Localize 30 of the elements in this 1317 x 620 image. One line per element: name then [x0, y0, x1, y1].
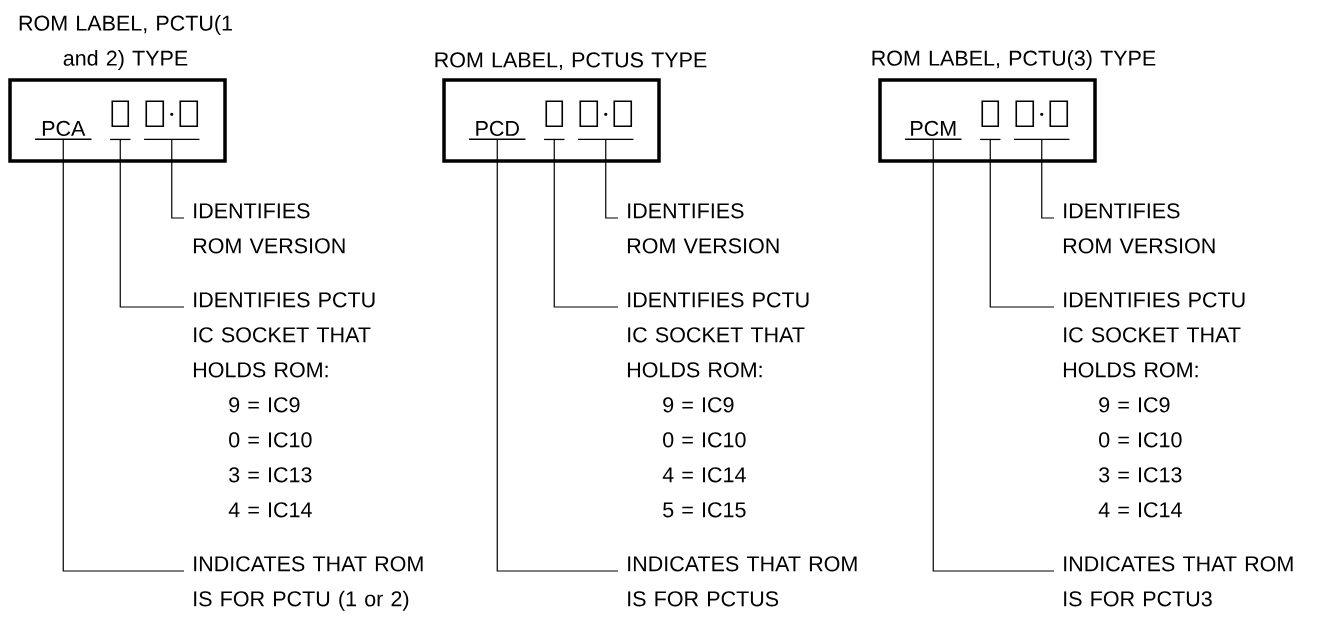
description-text: IDENTIFIES PCTU IC SOCKET THAT HOLDS ROM: 9 = IC9 0 = IC10 3 = IC13 4 = IC14	[193, 292, 375, 518]
version-digits-drawing	[1013, 100, 1071, 141]
leader-line	[119, 138, 185, 308]
leader-line	[553, 138, 619, 308]
description-text: IDENTIFIES ROM VERSION	[627, 203, 779, 254]
digit-square-drawing	[543, 100, 566, 141]
description-text: IDENTIFIES ROM VERSION	[193, 203, 345, 254]
leader-line	[1041, 138, 1055, 219]
leader-line	[171, 138, 185, 219]
description-text: INDICATES THAT ROM IS FOR PCTU3	[1064, 556, 1293, 607]
underlined-code: PCD	[468, 120, 527, 140]
description-text: IDENTIFIES PCTU IC SOCKET THAT HOLDS ROM: 9 = IC9 0 = IC10 3 = IC13 4 = IC14	[1063, 292, 1245, 518]
leader-line	[989, 138, 1055, 308]
leader-line	[932, 138, 1055, 572]
digit-square-drawing	[979, 100, 1002, 141]
heading: ROM LABEL, PCTU(3) TYPE	[872, 50, 1156, 71]
description-text: IDENTIFIES PCTU IC SOCKET THAT HOLDS ROM: 9 = IC9 0 = IC10 4 = IC14 5 = IC15	[627, 292, 809, 518]
leader-line	[496, 138, 619, 572]
heading: ROM LABEL, PCTU(1 and 2) TYPE	[19, 15, 232, 71]
underlined-code: PCM	[904, 120, 963, 140]
leader-line	[62, 138, 185, 572]
heading: ROM LABEL, PCTUS TYPE	[435, 52, 707, 71]
description-text: INDICATES THAT ROM IS FOR PCTUS	[628, 556, 857, 607]
description-text: IDENTIFIES ROM VERSION	[1063, 203, 1215, 254]
version-digits-drawing	[577, 100, 635, 141]
description-text: INDICATES THAT ROM IS FOR PCTU (1 or 2)	[194, 556, 423, 611]
version-digits-drawing	[143, 100, 201, 141]
underlined-code: PCA	[34, 120, 93, 140]
leader-line	[605, 138, 619, 219]
digit-square-drawing	[109, 100, 132, 141]
